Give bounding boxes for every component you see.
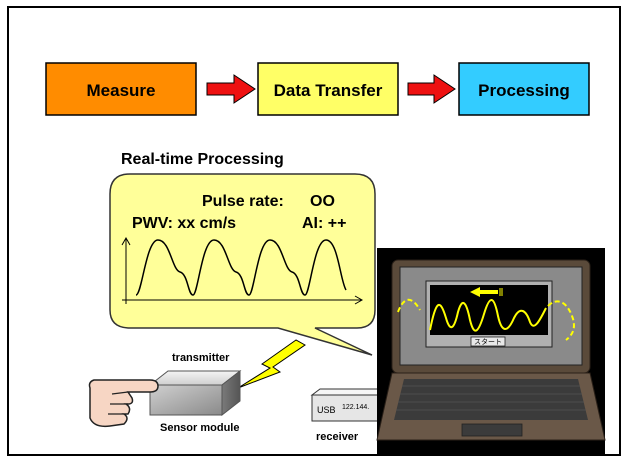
laptop [376, 248, 606, 455]
measure-label: Measure [87, 81, 156, 100]
measure-step: Measure [45, 62, 197, 116]
start-button-label[interactable]: スタート [474, 337, 502, 346]
pwv-value: PWV: xx cm/s [132, 215, 236, 232]
sensor-module-label: Sensor module [160, 422, 239, 434]
speech-bubble [109, 173, 376, 356]
keyboard [394, 379, 588, 420]
realtime-processing-title: Real-time Processing [121, 151, 284, 168]
pulse-waveform-plot [121, 236, 364, 305]
touchpad [461, 423, 523, 437]
pulse-rate-value: OO [310, 193, 335, 210]
transmitter-label: transmitter [172, 352, 230, 364]
receiver-label: receiver [316, 431, 359, 443]
usb-label: USB [317, 405, 336, 415]
processing-label: Processing [478, 81, 570, 100]
laptop-signal [397, 287, 575, 341]
usb-small-text: 122.144. [342, 404, 369, 411]
pulse-rate-label: Pulse rate: [202, 193, 284, 210]
hand-icon [88, 379, 159, 428]
pulse-waveform [135, 239, 347, 296]
sensor-module [148, 369, 242, 417]
data-transfer-label: Data Transfer [274, 81, 383, 100]
ai-value: AI: ++ [302, 215, 346, 232]
start-button[interactable]: スタート [470, 336, 506, 347]
wireless-bolt-icon [237, 339, 306, 389]
processing-step: Processing [458, 62, 590, 116]
flow-arrow-2 [407, 74, 456, 104]
flow-arrow-1 [206, 74, 256, 104]
data-transfer-step: Data Transfer [257, 62, 399, 116]
